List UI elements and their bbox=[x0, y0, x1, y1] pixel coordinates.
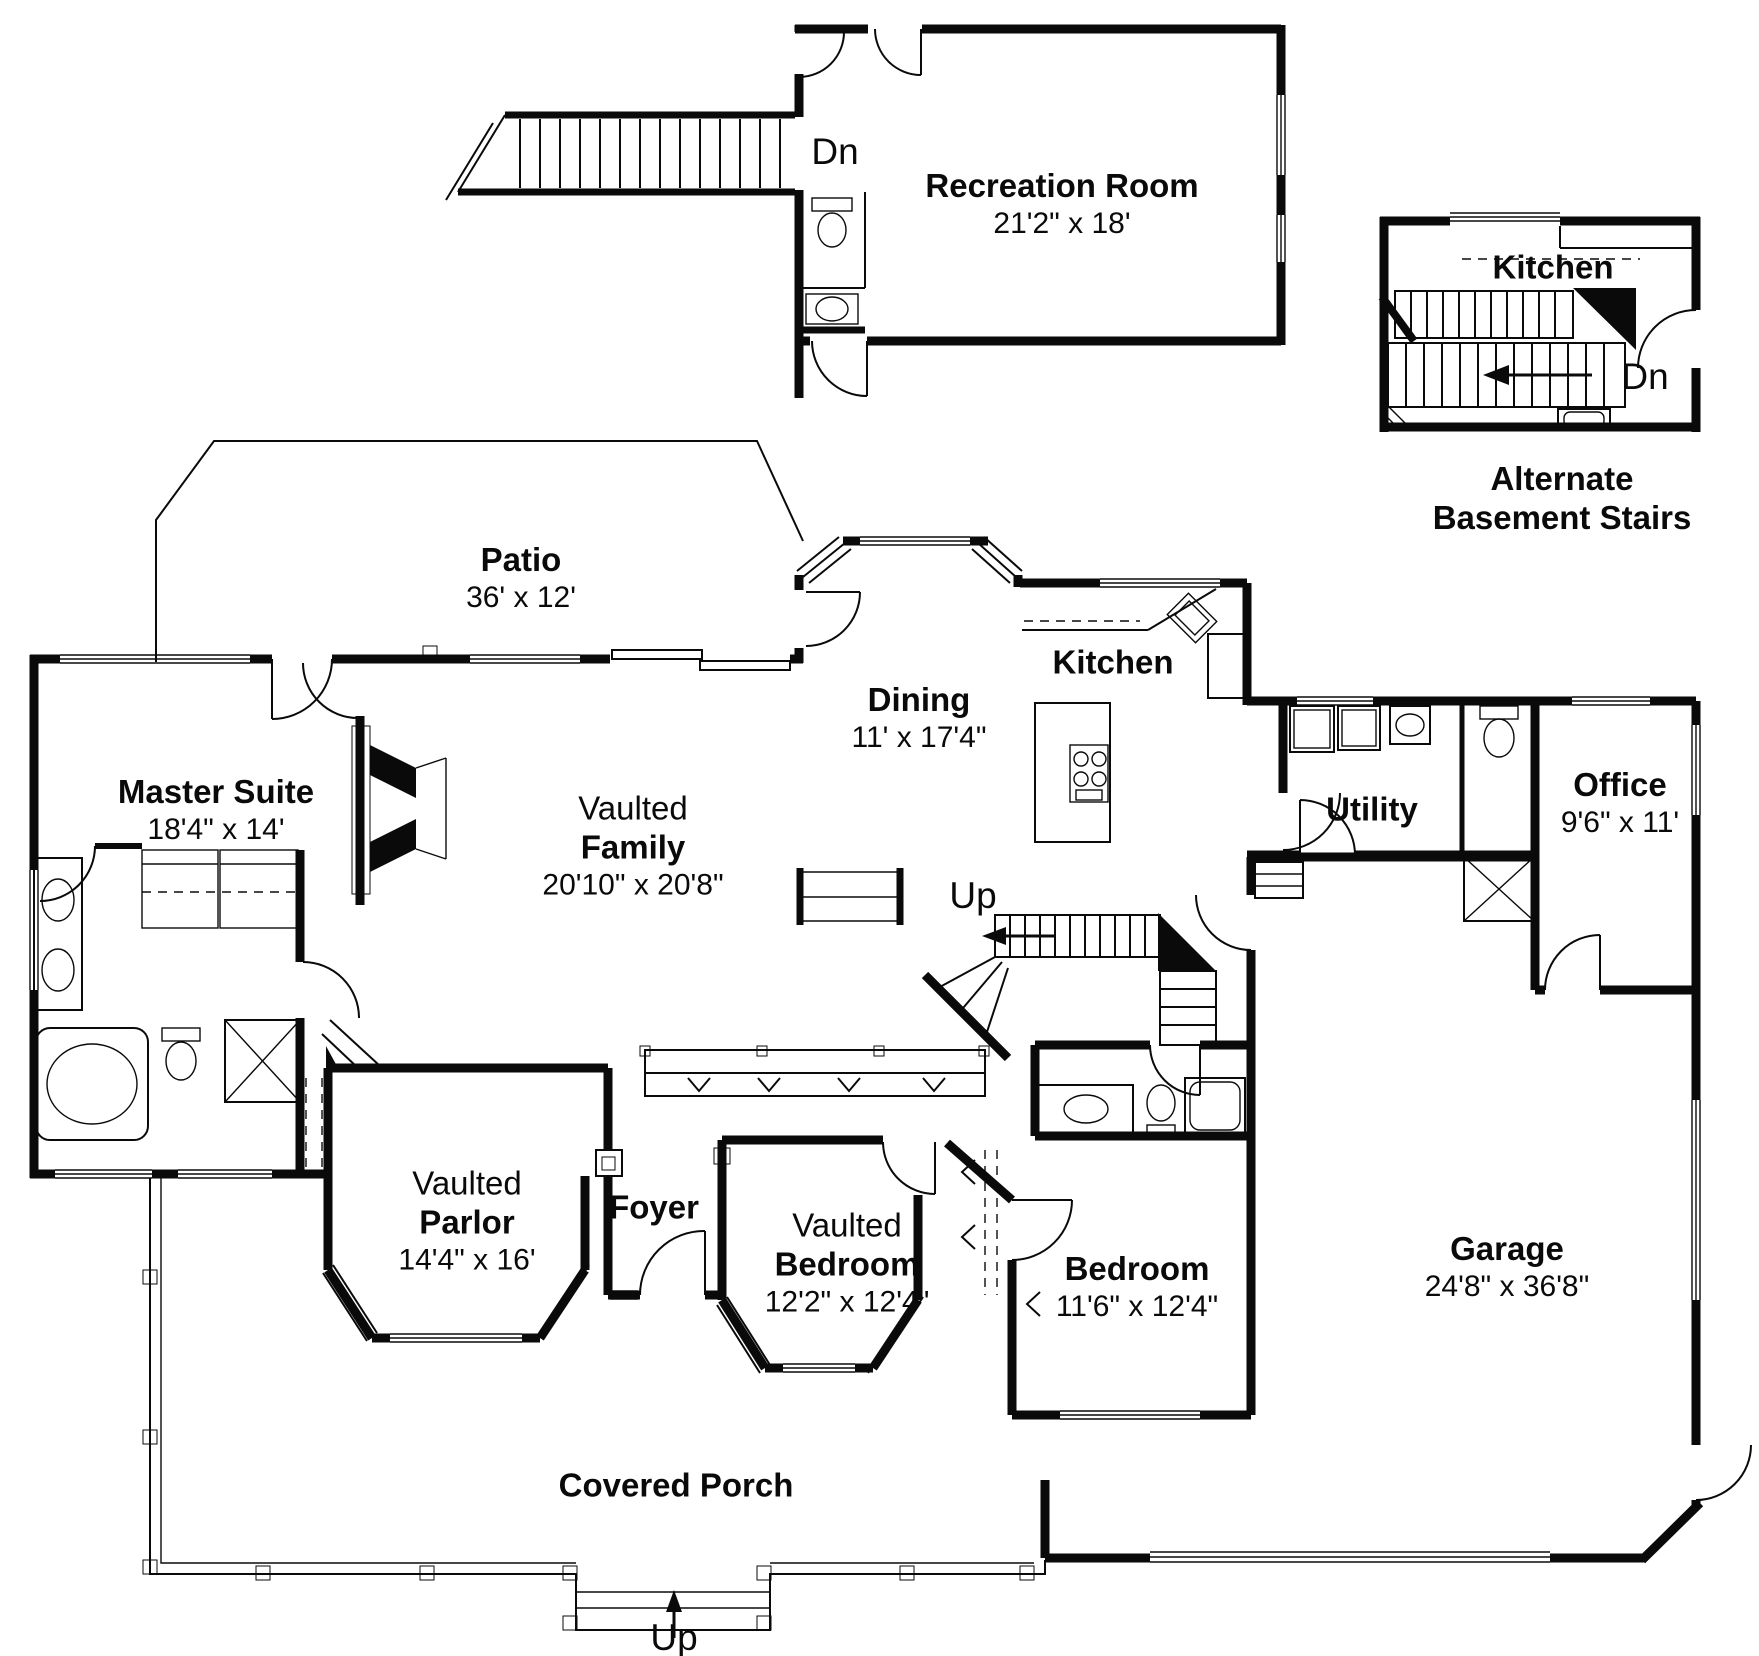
toilet-fixture bbox=[161, 1027, 201, 1042]
master-closets bbox=[141, 849, 323, 1168]
label-bedroom-vaulted: Vaulted Bedroom 12'2" x 12'4" bbox=[764, 1206, 930, 1319]
laundry-sink bbox=[1389, 705, 1431, 745]
kitchen-island bbox=[1034, 702, 1111, 843]
corner-sink bbox=[1166, 592, 1218, 644]
walls bbox=[29, 536, 1704, 1564]
alternate-basement-stairs bbox=[1378, 212, 1701, 432]
label-inset-kitchen: Kitchen bbox=[1492, 248, 1614, 286]
label-kitchen: Kitchen bbox=[1052, 643, 1174, 681]
parlor-corner-fireplace bbox=[321, 1019, 381, 1069]
label-up-entry: Up bbox=[650, 1617, 698, 1656]
label-master-suite: Master Suite 18'4" x 14' bbox=[117, 772, 315, 846]
master-bath bbox=[33, 857, 301, 1141]
main-floor bbox=[29, 440, 1752, 1638]
label-patio: Patio 36' x 12' bbox=[466, 540, 576, 614]
hall-bath bbox=[1037, 1077, 1246, 1138]
label-covered-porch: Covered Porch bbox=[558, 1466, 794, 1504]
toilet-fixture bbox=[1146, 1084, 1176, 1122]
label-foyer: Foyer bbox=[609, 1188, 699, 1226]
furnace-closet bbox=[1463, 856, 1535, 922]
label-dn-alt: Dn bbox=[1621, 356, 1669, 398]
cooktop bbox=[1069, 744, 1109, 803]
basement-stairs bbox=[445, 114, 866, 289]
toilet-fixture bbox=[811, 197, 853, 248]
label-bedroom: Bedroom 11'6" x 12'4" bbox=[1055, 1249, 1219, 1323]
patio-slider bbox=[611, 649, 703, 660]
label-parlor: Vaulted Parlor 14'4" x 16' bbox=[398, 1164, 536, 1277]
basement-rec-room bbox=[445, 24, 1286, 398]
main-stairs bbox=[800, 871, 1217, 1046]
covered-porch-rail bbox=[142, 1178, 1046, 1638]
sink-fixture bbox=[805, 293, 859, 325]
label-garage: Garage 24'8" x 36'8" bbox=[1424, 1229, 1590, 1303]
label-up-stairs: Up bbox=[949, 875, 997, 917]
label-recreation-room: Recreation Room 21'2" x 18' bbox=[925, 166, 1199, 240]
utility-fixtures bbox=[1254, 705, 1535, 922]
label-dn-basement: Dn bbox=[811, 131, 859, 173]
label-dining: Dining 11' x 17'4" bbox=[851, 680, 987, 754]
foyer-column bbox=[595, 1149, 623, 1177]
label-alt-basement-caption: Alternate Basement Stairs bbox=[1432, 460, 1692, 536]
bathtub bbox=[1184, 1077, 1246, 1135]
family-window-seat bbox=[639, 1045, 990, 1097]
fridge bbox=[1207, 633, 1247, 699]
bathtub bbox=[35, 1027, 149, 1141]
door-arcs bbox=[39, 591, 1752, 1501]
patio-outline bbox=[155, 440, 804, 662]
up-arrow bbox=[982, 927, 1006, 945]
stair-turn bbox=[1573, 288, 1636, 350]
shower bbox=[224, 1019, 301, 1103]
label-family: Vaulted Family 20'10" x 20'8" bbox=[542, 789, 724, 902]
label-office: Office 9'6" x 11' bbox=[1560, 765, 1680, 839]
foyer-post bbox=[713, 1147, 731, 1165]
door-arcs bbox=[798, 28, 922, 397]
entry-up-arrow bbox=[666, 1590, 682, 1612]
sink-fixture bbox=[1557, 408, 1611, 431]
dn-arrow bbox=[1483, 365, 1509, 385]
windows bbox=[29, 536, 1701, 1563]
fireplace bbox=[351, 725, 447, 895]
label-utility: Utility bbox=[1326, 790, 1418, 828]
garage-steps bbox=[1254, 861, 1304, 899]
toilet-fixture bbox=[1479, 705, 1519, 720]
kitchen-fixtures bbox=[1022, 588, 1247, 843]
